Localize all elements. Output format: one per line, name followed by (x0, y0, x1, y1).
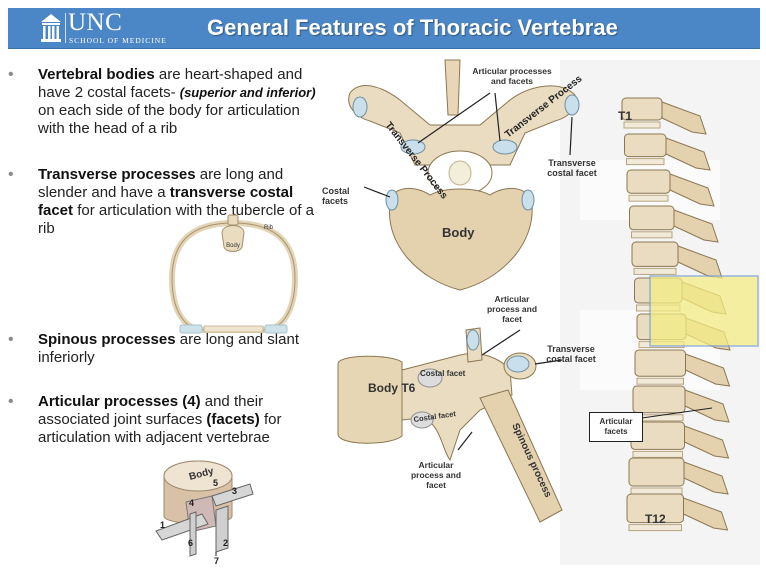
block-number-label: 4 (189, 498, 194, 508)
lateral-transverse-costal-label: Transverse costal facet (546, 344, 596, 364)
costal-facets-label: Costal facets (322, 186, 350, 206)
bullet-text: are heart-shaped and have 2 costal facet… (38, 66, 303, 101)
block-number-label: 3 (232, 486, 237, 496)
vertebra-body (629, 205, 675, 231)
superior-body-label: Body (442, 225, 475, 240)
slide-title: General Features of Thoracic Vertebrae (207, 15, 618, 40)
bullet-transverse-processes: Transverse processes are long and slende… (38, 166, 328, 238)
lateral-articular-bottom-label: Articular process and facet (410, 460, 462, 490)
articulation-block-diagram: Body 1 2 3 4 5 6 7 (155, 460, 254, 566)
intervertebral-disc (630, 487, 683, 495)
t1-label: T1 (618, 109, 632, 123)
bullet-text: and their associated joint surfaces (38, 393, 264, 428)
bullet-text: for articulation with adjacent vertebrae (38, 411, 282, 446)
bullet-bold: Spinous processes (38, 331, 176, 348)
header-bar: UNC SCHOOL OF MEDICINE General Features … (8, 8, 760, 49)
highlighted-segment (649, 275, 759, 347)
vertebra-spinous-process (683, 497, 729, 531)
bullet-italic: (superior and inferior) (179, 85, 316, 100)
vertebra-body (634, 349, 686, 377)
vertebra-spinous-process (684, 389, 730, 423)
bullet-bold: Transverse processes (38, 166, 196, 183)
bullet-text: on each side of the body for articulatio… (38, 102, 300, 137)
vertebra-spinous-process (685, 353, 731, 387)
lateral-articular-top-label: Articular process and facet (486, 294, 538, 324)
thoracic-spine-column-diagram: T1 T12 (618, 97, 759, 532)
spine-articular-label: Articular facets (599, 417, 633, 436)
logo-unc-text: UNC (68, 9, 123, 36)
vertebra-spinous-process (661, 101, 707, 135)
intervertebral-disc (636, 377, 684, 385)
intervertebral-disc (623, 121, 661, 129)
rib-cage-diagram: Body Rib (168, 214, 299, 334)
superior-view-vertebra-diagram: Transverse Process Transverse Process Bo… (348, 59, 585, 291)
vertebra-spinous-process (665, 137, 711, 171)
bullet-marker: • (8, 166, 14, 183)
vertebra-spinous-process (677, 245, 723, 279)
intervertebral-disc (628, 524, 682, 532)
rib-diagram-body-label: Body (226, 243, 240, 249)
articular-processes-label: Articular processes and facets (472, 66, 552, 86)
bullet-bold: transverse costal facet (38, 184, 294, 219)
vertebra-body (631, 241, 679, 267)
vertebra-spinous-process (684, 425, 730, 459)
vertebra-spinous-process (673, 209, 719, 243)
articular-facets-callout: Articular facets (589, 412, 643, 442)
vertebra-body (632, 385, 686, 414)
bullet-bold: Vertebral bodies (38, 66, 155, 83)
lateral-view-vertebra-diagram: Body T6 Costal facet Costal facet Spinou… (337, 327, 563, 523)
bullet-articular-processes: Articular processes (4) and their associ… (38, 393, 328, 447)
intervertebral-disc (628, 194, 669, 202)
vertebra-body (624, 133, 667, 158)
bullet-marker: • (8, 66, 14, 83)
vertebra-spinous-process (683, 461, 729, 495)
block-number-label: 6 (188, 538, 193, 548)
lateral-costal-facet-top-label: Costal facet (420, 369, 466, 378)
bullet-bold: Articular processes (4) (38, 393, 201, 410)
vertebra-body (628, 457, 685, 487)
t12-label: T12 (645, 512, 666, 526)
vertebra-body (626, 169, 671, 194)
bullet-spinous-processes: Spinous processes are long and slant inf… (38, 331, 308, 367)
bullet-marker: • (8, 331, 14, 348)
transverse-costal-facet-label: Transverse costal facet (547, 158, 597, 178)
lateral-body-label: Body T6 (368, 381, 416, 395)
block-number-label: 7 (214, 556, 219, 566)
bullet-marker: • (8, 393, 14, 410)
bullet-bold: (facets) (206, 411, 260, 428)
vertebra-spinous-process (669, 173, 715, 207)
logo-subtitle: SCHOOL OF MEDICINE (69, 36, 167, 45)
block-number-label: 2 (223, 538, 228, 548)
intervertebral-disc (626, 158, 665, 166)
bullet-text: are long and slant inferiorly (38, 331, 299, 366)
bullet-text: are long and slender and have a (38, 166, 284, 201)
bullet-vertebral-bodies: Vertebral bodies are heart-shaped and ha… (38, 66, 328, 138)
intervertebral-disc (633, 267, 677, 275)
bullet-text: for articulation with the tubercle of a … (38, 202, 314, 237)
old-well-logo-icon (41, 14, 61, 42)
intervertebral-disc (632, 450, 683, 458)
logo-divider (65, 13, 66, 43)
intervertebral-disc (631, 231, 673, 239)
block-number-label: 1 (160, 520, 165, 530)
block-number-label: 5 (213, 478, 218, 488)
rib-diagram-rib-label: Rib (264, 225, 274, 231)
